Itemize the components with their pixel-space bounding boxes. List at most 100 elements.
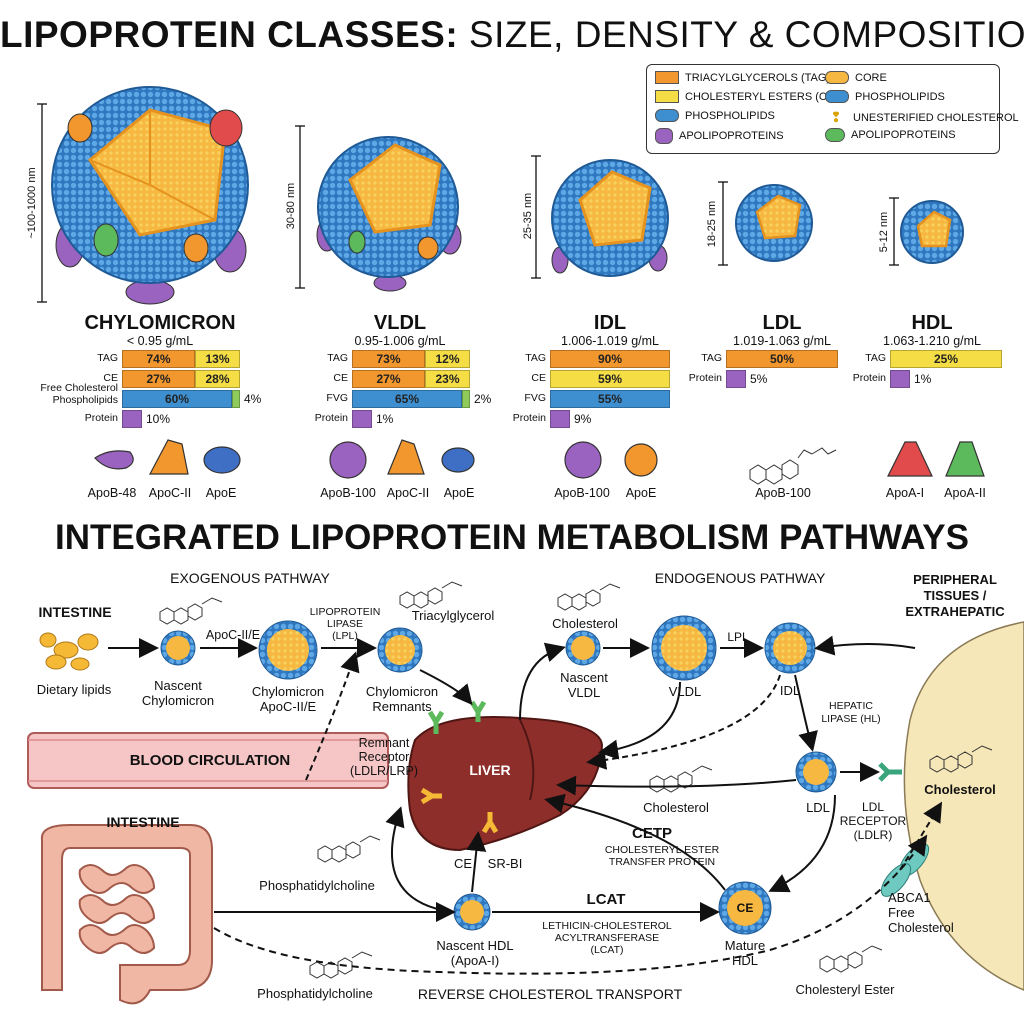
vldl-particle	[316, 136, 462, 292]
label-liver: LIVER	[469, 762, 511, 778]
bar-value-label: 9%	[574, 412, 592, 426]
label-triacylglycerol: Triacylglycerol	[411, 608, 495, 623]
label-vldl: VLDL	[668, 684, 702, 699]
label-cholesterol-top: Cholesterol	[552, 616, 618, 631]
label-cetp-full: CHOLESTERYL ESTER TRANSFER PROTEIN	[604, 844, 720, 868]
class-density-vldl: 0.95-1.006 g/mL	[354, 334, 446, 348]
class-density-chylomicron: < 0.95 g/mL	[126, 334, 194, 348]
label-exogenous: EXOGENOUS PATHWAY	[170, 570, 330, 586]
class-name-hdl: HDL	[911, 312, 953, 334]
legend-swatch	[825, 128, 845, 142]
label-remnant-receptor: Remnant Receptor (LDLR/LRP)	[349, 736, 419, 778]
size-label-idl: 25-35 nm	[522, 192, 534, 240]
bar-row-label: TAG	[525, 352, 546, 364]
legend: TRIACYLGLYCEROLS (TAG) CHOLESTERYL ESTER…	[646, 64, 1019, 154]
chylomicron-particle	[51, 86, 249, 305]
bar-segment: 25%	[890, 350, 1002, 368]
size-label-vldl: 30-80 nm	[285, 182, 297, 230]
bar-row	[352, 410, 372, 428]
bar-row: 27%23%	[352, 370, 470, 388]
apo-label: ApoE	[625, 486, 657, 500]
label-apoc: ApoC-II/E	[205, 628, 261, 642]
bar-segment	[462, 390, 470, 408]
legend-item-tag: TRIACYLGLYCEROLS (TAG)	[655, 71, 830, 84]
legend-swatch	[655, 90, 679, 103]
legend-item-apolipoproteins-2: APOLIPOPROTEINS	[825, 128, 956, 142]
apo-label: ApoB-100	[554, 486, 610, 500]
bar-segment: 55%	[550, 390, 670, 408]
label-nascent-chylomicron: Nascent Chylomicron	[141, 678, 215, 708]
hdl-particle	[900, 200, 964, 264]
dietary-lipid-droplets	[39, 632, 99, 671]
bar-row: 90%	[550, 350, 670, 368]
size-label-chylomicron: ~100-1000 nm	[26, 167, 38, 239]
class-density-ldl: 1.019-1.063 g/mL	[733, 334, 831, 348]
bar-segment	[122, 410, 142, 428]
bar-value-label: 5%	[750, 372, 768, 386]
legend-item-apolipoproteins: APOLIPOPROTEINS	[655, 128, 784, 144]
bar-segment	[352, 410, 372, 428]
label-cholesteryl-ester: Cholesteryl Ester	[795, 982, 895, 997]
apo-label: ApoA-I	[885, 486, 925, 500]
label-lpl-2: LPL	[727, 630, 749, 644]
bar-row: 65%	[352, 390, 470, 408]
pathway-particles	[160, 615, 837, 935]
page-title: LIPOPROTEIN CLASSES: SIZE, DENSITY & COM…	[0, 14, 1024, 55]
class-name-chylomicron: CHYLOMICRON	[84, 312, 236, 334]
label-nascent-hdl: Nascent HDL (ApoA-I)	[436, 938, 514, 968]
label-blood-circulation: BLOOD CIRCULATION	[129, 752, 291, 769]
label-lcat-full: LETHICIN-CHOLESTEROL ACYLTRANSFERASE (LC…	[542, 920, 672, 956]
label-cholesterol-mid: Cholesterol	[643, 800, 709, 815]
bar-value-label: 2%	[474, 392, 492, 406]
apo-label: ApoB-100	[320, 486, 376, 500]
bar-row-label: Protein	[688, 372, 722, 384]
bar-row: 27%28%	[122, 370, 240, 388]
bar-value-label: 1%	[914, 372, 932, 386]
cholesterol-icon: ❢	[830, 109, 842, 125]
bar-segment: 27%	[352, 370, 425, 388]
bar-row: 73%12%	[352, 350, 470, 368]
label-ce: CE	[453, 856, 473, 871]
bar-segment: 59%	[550, 370, 670, 388]
label-sr-bi: SR-BI	[487, 856, 523, 871]
bar-segment: 74%	[122, 350, 195, 368]
label-ldl-receptor: LDL RECEPTOR (LDLR)	[839, 800, 907, 842]
bar-row-label: Protein	[314, 412, 348, 424]
apo-label: ApoC-II	[148, 486, 192, 500]
bar-row-label: Free Cholesterol Phospholipids	[40, 382, 118, 406]
apo-label: ApoA-II	[944, 486, 986, 500]
label-reverse-cholesterol-transport: REVERSE CHOLESTEROL TRANSPORT	[417, 986, 683, 1002]
label-idl: IDL	[779, 683, 801, 698]
bar-segment: 12%	[425, 350, 470, 368]
peripheral-tissue-cell	[903, 621, 1024, 991]
bar-row: 59%	[550, 370, 670, 388]
label-abca1: ABCA1 Free Cholesterol	[888, 890, 954, 935]
bar-segment	[232, 390, 240, 408]
bar-segment	[726, 370, 746, 388]
bar-row-label: TAG	[865, 352, 886, 364]
label-dietary: Dietary lipids	[36, 682, 112, 697]
legend-item-phospholipids-2: PHOSPHOLIPIDS	[825, 90, 945, 103]
bar-row: 74%13%	[122, 350, 240, 368]
bar-row-label: FVG	[326, 392, 348, 404]
bar-row	[122, 410, 142, 428]
legend-item-core: CORE	[825, 71, 887, 84]
label-phosphatidylcholine: Phosphatidylcholine	[259, 878, 375, 893]
label-remnants: Chylomicron Remnants	[365, 684, 439, 714]
class-name-ldl: LDL	[762, 312, 802, 334]
bar-row	[550, 410, 570, 428]
label-phosphatidylcholine-2: Phosphatidylcholine	[257, 986, 373, 1001]
bar-row: 50%	[726, 350, 838, 368]
bar-row	[726, 370, 746, 388]
label-ce-core: CE	[736, 901, 754, 915]
bar-segment: 73%	[352, 350, 425, 368]
bar-row-label: Protein	[512, 412, 546, 424]
bar-segment: 50%	[726, 350, 838, 368]
size-label-hdl: 5-12 nm	[878, 211, 890, 253]
legend-swatch	[655, 109, 679, 122]
label-mature-hdl: Mature HDL	[724, 938, 766, 968]
bar-row-label: TAG	[701, 352, 722, 364]
label-hepatic-lipase: HEPATIC LIPASE (HL)	[821, 700, 881, 725]
legend-item-ce: CHOLESTERYL ESTERS (CE)	[655, 90, 838, 103]
